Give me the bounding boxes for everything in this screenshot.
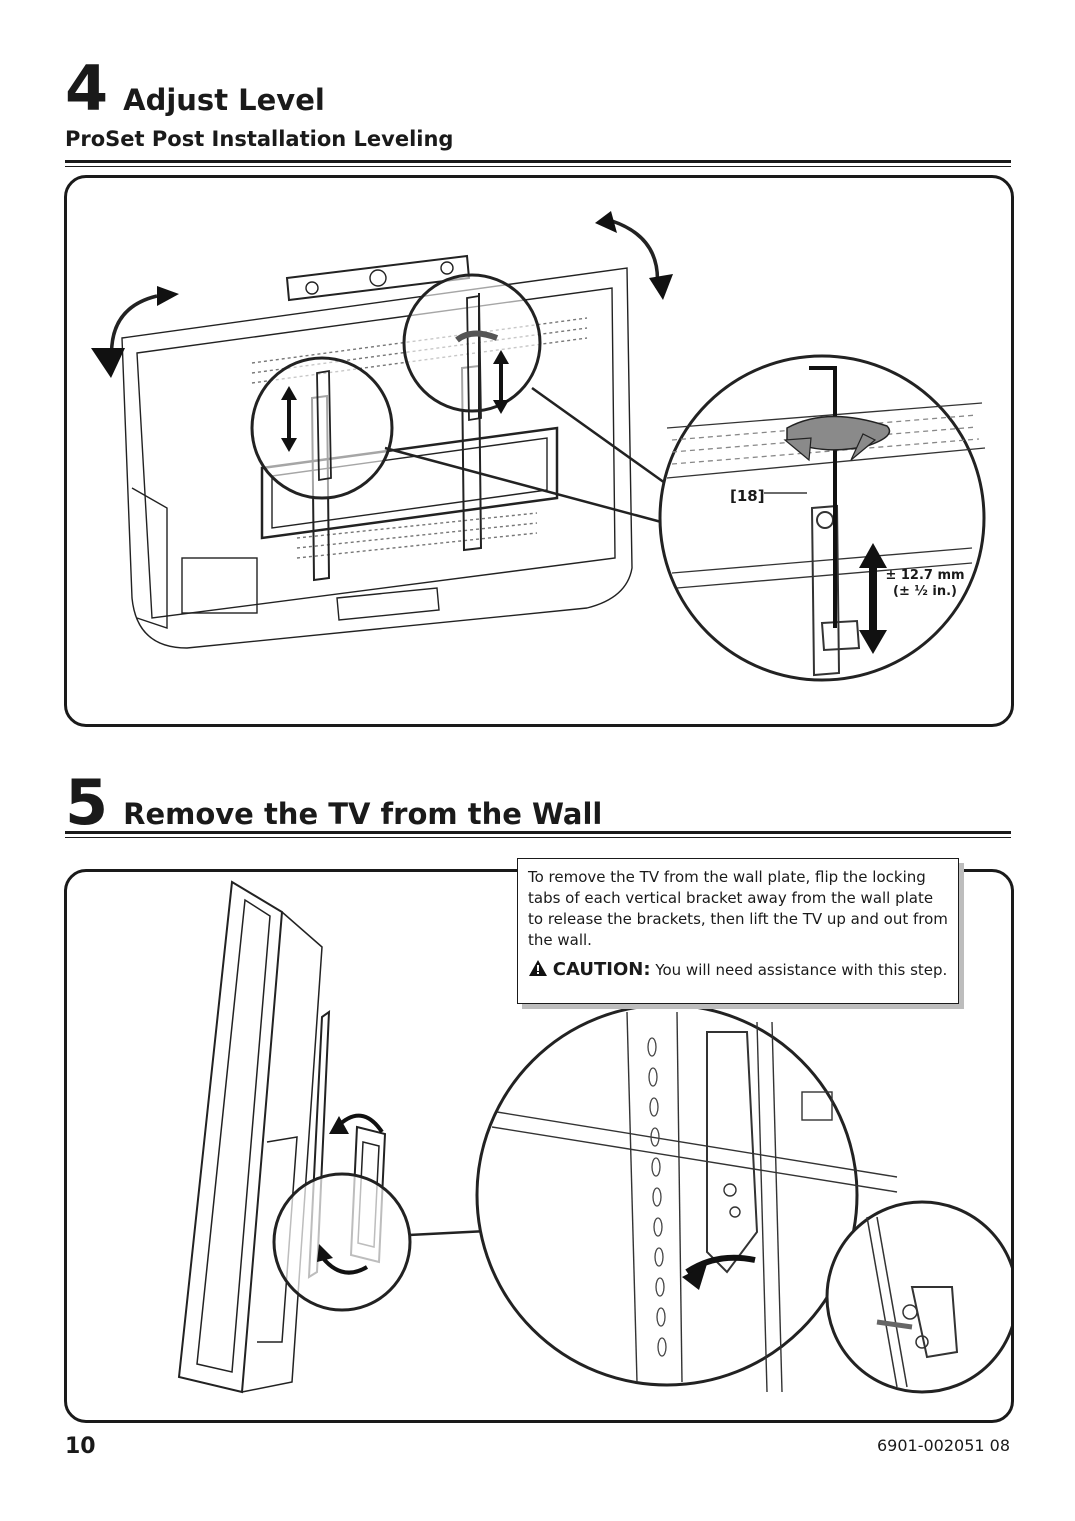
zoom-leader-1 xyxy=(384,446,666,525)
step5-instruction-text: To remove the TV from the wall plate, fl… xyxy=(528,868,948,949)
wall-plate xyxy=(260,426,559,540)
caution-label: CAUTION: xyxy=(552,959,651,980)
measure-in: (± ½ in.) xyxy=(893,584,957,599)
warning-triangle-icon xyxy=(529,960,547,976)
wall-plate-inner xyxy=(271,437,548,529)
step5-rule-thick xyxy=(65,831,1011,834)
tv-stand-slot xyxy=(336,587,440,621)
zoom-large-content xyxy=(491,1011,898,1393)
tv-side-panel xyxy=(131,487,168,629)
tv-back-outline xyxy=(121,267,633,649)
flip-arrow-head-top xyxy=(329,1116,349,1134)
step4-illustration-panel: [18] ± 12.7 mm (± ½ in.) xyxy=(64,175,1014,727)
zoom-circle-left xyxy=(250,356,394,500)
flip-arrow-head-bottom xyxy=(317,1244,333,1262)
zoom-circle-right xyxy=(402,273,542,413)
caution-text: You will need assistance with this step. xyxy=(655,961,948,979)
step4-rule-thin xyxy=(65,166,1011,167)
zoom-circle-large xyxy=(475,1003,859,1387)
caution-line: CAUTION: You will need assistance with t… xyxy=(528,959,948,981)
rotate-arrow-left-head xyxy=(157,286,179,306)
flip-arrow-large-head xyxy=(682,1264,707,1290)
zoom-circle-latch xyxy=(825,1200,1011,1394)
step5-title: Remove the TV from the Wall xyxy=(123,797,603,831)
step4-number: 4 xyxy=(65,52,108,125)
step5-instruction-box: To remove the TV from the wall plate, fl… xyxy=(517,858,959,1004)
rotate-arrow-left-tail-head xyxy=(91,348,125,378)
page-number: 10 xyxy=(65,1434,96,1459)
step5-illustration xyxy=(177,880,1011,1394)
tv-io-panel xyxy=(181,557,258,614)
zoom-leader-2 xyxy=(531,386,666,485)
step4-title: Adjust Level xyxy=(123,83,325,117)
flip-arrow-large xyxy=(685,1254,756,1275)
zoom-circle-detail xyxy=(658,354,986,682)
zoom-circle-small xyxy=(272,1172,412,1312)
step4-subtitle: ProSet Post Installation Leveling xyxy=(65,127,454,151)
measure-mm: ± 12.7 mm xyxy=(885,568,965,583)
document-number: 6901-002051 08 xyxy=(876,1436,1010,1455)
step5-number: 5 xyxy=(65,766,108,839)
step4-rule-thick xyxy=(65,160,1011,163)
rotate-arrow-right-tail-head xyxy=(649,274,673,300)
step5-rule-thin xyxy=(65,837,1011,838)
detail-adjust-arrow xyxy=(859,543,887,654)
step5-header: 5 Remove the TV from the Wall xyxy=(65,772,602,834)
rotate-arrow-right-head xyxy=(595,211,617,233)
step4-illustration xyxy=(91,211,986,682)
zoom-latch-content xyxy=(866,1216,959,1388)
vertical-adjust-arrow-icon xyxy=(281,438,297,452)
step4-header: 4 Adjust Level xyxy=(65,58,325,120)
part-label-18: [18] xyxy=(730,487,765,505)
